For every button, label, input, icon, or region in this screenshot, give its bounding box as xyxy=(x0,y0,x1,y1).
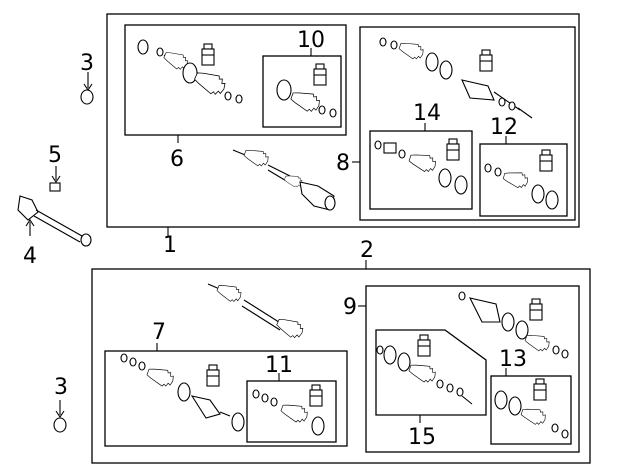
box-7 xyxy=(104,343,348,447)
part-4-shaft xyxy=(17,195,92,247)
callout-3-lower: 3 xyxy=(54,375,68,400)
callout-3-upper: 3 xyxy=(80,51,94,76)
callout-4: 4 xyxy=(23,244,37,269)
callout-15: 15 xyxy=(408,425,436,450)
callout-7: 7 xyxy=(152,320,166,345)
part-5 xyxy=(49,166,61,192)
callout-13: 13 xyxy=(499,347,527,372)
box-9 xyxy=(358,285,580,453)
box-8 xyxy=(352,26,576,221)
callout-11: 11 xyxy=(265,353,293,378)
box-12 xyxy=(479,136,568,217)
callout-10: 10 xyxy=(297,28,325,53)
part-3-lower xyxy=(53,400,67,433)
drive-shaft-lower xyxy=(207,280,306,342)
box-11 xyxy=(246,373,337,443)
part-3-upper xyxy=(80,72,94,105)
callout-14: 14 xyxy=(413,101,441,126)
box-10 xyxy=(262,48,342,128)
box-15 xyxy=(375,329,487,423)
box-13 xyxy=(490,368,572,445)
drive-shaft-upper xyxy=(232,145,336,211)
lower-assembly-frame xyxy=(91,260,591,464)
upper-assembly-frame xyxy=(106,13,580,236)
callout-6: 6 xyxy=(170,147,184,172)
box-14 xyxy=(369,123,473,210)
callout-1: 1 xyxy=(163,233,177,258)
callout-8: 8 xyxy=(336,151,350,176)
box-6 xyxy=(124,24,347,143)
callout-5: 5 xyxy=(48,143,62,168)
callout-12: 12 xyxy=(490,115,518,140)
callout-2: 2 xyxy=(360,238,374,263)
callout-9: 9 xyxy=(343,295,357,320)
